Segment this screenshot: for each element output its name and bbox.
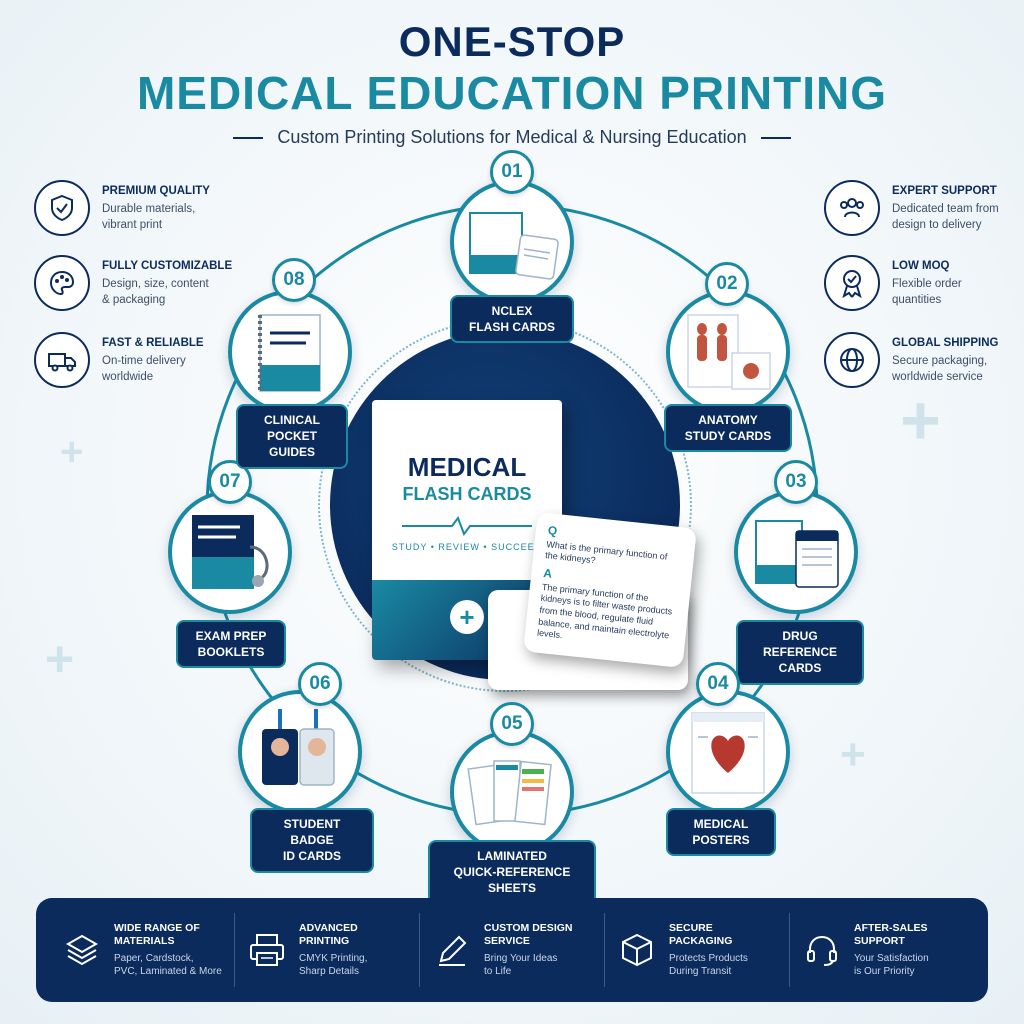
feature-title: GLOBAL SHIPPING	[892, 337, 999, 349]
subtitle-rule-right	[760, 136, 791, 139]
subtitle: Custom Printing Solutions for Medical & …	[277, 127, 747, 147]
product-node-drug-reference[interactable]	[734, 490, 858, 614]
product-node-anatomy[interactable]	[666, 290, 790, 414]
subtitle-row: Custom Printing Solutions for Medical & …	[0, 127, 1024, 148]
product-number: 01	[490, 150, 534, 194]
title-line-2: MEDICAL EDUCATION PRINTING	[136, 67, 888, 119]
product-label[interactable]: MEDICAL POSTERS	[666, 808, 776, 857]
flash-card: Q What is the primary function of the ki…	[523, 512, 697, 668]
bottom-item-title: CUSTOM DESIGN SERVICE	[484, 921, 573, 947]
bottom-item-materials: WIDE RANGE OF MATERIALS Paper, Cardstock…	[50, 913, 235, 987]
bottom-item-design: CUSTOM DESIGN SERVICE Bring Your Ideas t…	[420, 913, 605, 987]
shield-check-icon	[34, 180, 90, 236]
bottom-item-support: AFTER-SALES SUPPORT Your Satisfaction is…	[790, 913, 974, 987]
feature-fast-reliable: FAST & RELIABLE On-time delivery worldwi…	[34, 332, 234, 388]
product-number: 08	[272, 258, 316, 302]
feature-title: FAST & RELIABLE	[102, 337, 204, 349]
bottom-item-desc: CMYK Printing, Sharp Details	[299, 953, 368, 978]
product-label[interactable]: EXAM PREP BOOKLETS	[176, 620, 286, 669]
heartbeat-icon	[402, 516, 532, 536]
decor-plus-icon: +	[45, 631, 75, 687]
feature-fully-customizable: FULLY CUSTOMIZABLE Design, size, content…	[34, 255, 234, 311]
product-node-pocket-guides[interactable]	[228, 290, 352, 414]
package-icon	[615, 928, 659, 972]
subtitle-rule-left	[233, 136, 264, 139]
bottom-item-title: SECURE PACKAGING	[669, 921, 733, 947]
product-label[interactable]: NCLEX FLASH CARDS	[450, 295, 574, 344]
product-number: 04	[696, 662, 740, 706]
product-number: 06	[298, 662, 342, 706]
title-line-1: ONE-STOP	[398, 18, 626, 65]
bottom-item-title: AFTER-SALES SUPPORT	[854, 921, 928, 947]
product-node-medical-posters[interactable]	[666, 690, 790, 814]
bottom-item-packaging: SECURE PACKAGING Protects Products Durin…	[605, 913, 790, 987]
product-number: 05	[490, 702, 534, 746]
decor-plus-icon: +	[840, 730, 866, 779]
product-label[interactable]: CLINICAL POCKET GUIDES	[236, 404, 348, 469]
feature-desc: Design, size, content & packaging	[102, 278, 209, 306]
feature-desc: Secure packaging, worldwide service	[892, 355, 988, 383]
decor-plus-icon: +	[900, 381, 941, 459]
feature-expert-support: EXPERT SUPPORT Dedicated team from desig…	[824, 180, 1024, 236]
feature-premium-quality: PREMIUM QUALITY Durable materials, vibra…	[34, 180, 234, 236]
printer-icon	[245, 928, 289, 972]
id-badge-art	[262, 709, 335, 786]
feature-desc: Durable materials, vibrant print	[102, 203, 196, 231]
product-label[interactable]: ANATOMY STUDY CARDS	[664, 404, 792, 453]
bottom-item-desc: Protects Products During Transit	[669, 953, 748, 978]
product-node-nclex[interactable]	[450, 180, 574, 304]
feature-desc: On-time delivery worldwide	[102, 355, 186, 383]
product-label[interactable]: DRUG REFERENCE CARDS	[736, 620, 864, 685]
product-label[interactable]: STUDENT BADGE ID CARDS	[250, 808, 374, 873]
bottom-item-printing: ADVANCED PRINTING CMYK Printing, Sharp D…	[235, 913, 420, 987]
badge-icon	[824, 255, 880, 311]
box-title-2: FLASH CARDS	[402, 484, 532, 504]
feature-title: LOW MOQ	[892, 260, 950, 272]
product-label[interactable]: LAMINATED QUICK-REFERENCE SHEETS	[428, 840, 596, 905]
feature-title: PREMIUM QUALITY	[102, 185, 210, 197]
drug-cards-art	[755, 520, 839, 588]
bottom-item-desc: Your Satisfaction is Our Priority	[854, 953, 929, 978]
team-icon	[824, 180, 880, 236]
product-node-laminated-sheets[interactable]	[450, 730, 574, 854]
product-node-student-badge[interactable]	[238, 690, 362, 814]
bottom-feature-bar: WIDE RANGE OF MATERIALS Paper, Cardstock…	[36, 898, 988, 1002]
truck-icon	[34, 332, 90, 388]
bottom-item-desc: Paper, Cardstock, PVC, Laminated & More	[114, 953, 222, 978]
pocket-guide-art	[258, 314, 321, 392]
globe-icon	[824, 332, 880, 388]
product-node-exam-prep[interactable]	[168, 490, 292, 614]
bottom-item-desc: Bring Your Ideas to Life	[484, 953, 558, 978]
palette-icon	[34, 255, 90, 311]
laminated-sheets-art	[467, 760, 552, 826]
decor-plus-icon: +	[60, 430, 84, 474]
feature-desc: Flexible order quantities	[892, 278, 962, 306]
feature-title: FULLY CUSTOMIZABLE	[102, 260, 233, 272]
bottom-item-title: ADVANCED PRINTING	[299, 921, 358, 947]
product-number: 03	[774, 460, 818, 504]
box-title-1: MEDICAL	[407, 452, 527, 482]
box-tagline: STUDY • REVIEW • SUCCEED	[391, 542, 543, 552]
feature-title: EXPERT SUPPORT	[892, 185, 997, 197]
pen-icon	[430, 928, 474, 972]
feature-global-shipping: GLOBAL SHIPPING Secure packaging, worldw…	[824, 332, 1024, 388]
headset-icon	[800, 928, 844, 972]
layers-icon	[60, 928, 104, 972]
product-number: 02	[705, 262, 749, 306]
feature-low-moq: LOW MOQ Flexible order quantities	[824, 255, 1024, 311]
medical-cross-icon: +	[450, 600, 484, 634]
nclex-cards-art	[469, 212, 559, 280]
feature-desc: Dedicated team from design to delivery	[892, 203, 999, 231]
anatomy-cards-art	[687, 314, 771, 390]
bottom-item-title: WIDE RANGE OF MATERIALS	[114, 921, 200, 947]
medical-poster-art	[691, 712, 765, 794]
exam-prep-booklet-art	[192, 515, 269, 589]
